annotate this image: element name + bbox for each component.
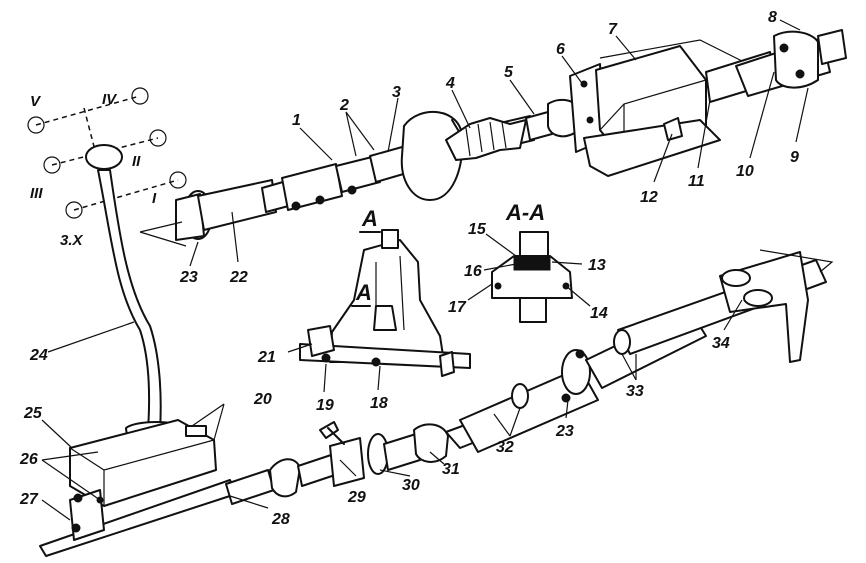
leader-lines xyxy=(41,19,809,521)
gear-label-reverse: 3.X xyxy=(60,232,84,249)
callout-17: 17 xyxy=(448,299,467,316)
callout-4: 4 xyxy=(445,75,455,92)
callout-14: 14 xyxy=(590,305,608,322)
section-a-bracket xyxy=(299,229,471,377)
callout-25: 25 xyxy=(23,405,43,422)
callout-19: 19 xyxy=(316,397,334,414)
callout-15: 15 xyxy=(468,221,487,238)
callout-33: 33 xyxy=(626,383,644,400)
callout-16: 16 xyxy=(464,263,482,280)
lower-linkage xyxy=(39,249,834,557)
callout-27: 27 xyxy=(19,491,39,508)
section-labels: A A A-A xyxy=(351,200,545,307)
callout-numbers: 1 2 3 4 5 6 7 8 9 10 11 12 13 14 15 16 1… xyxy=(19,9,799,528)
callout-18: 18 xyxy=(370,395,388,412)
gear-label-5: V xyxy=(30,93,42,110)
callout-22: 22 xyxy=(229,269,248,286)
callout-30: 30 xyxy=(402,477,420,494)
callout-1: 1 xyxy=(292,112,301,129)
callout-26: 26 xyxy=(19,451,38,468)
callout-21: 21 xyxy=(257,349,276,366)
section-label-a-left: A xyxy=(355,280,372,305)
callout-7: 7 xyxy=(608,21,618,38)
callout-5: 5 xyxy=(504,64,514,81)
callout-29: 29 xyxy=(347,489,366,506)
callout-23b: 23 xyxy=(555,423,574,440)
callout-8: 8 xyxy=(768,9,777,26)
upper-shaft xyxy=(175,110,553,241)
shift-pattern: V IV III II I 3.X xyxy=(27,87,187,249)
callout-28: 28 xyxy=(271,511,290,528)
callout-10: 10 xyxy=(736,163,754,180)
callout-31: 31 xyxy=(442,461,460,478)
callout-3: 3 xyxy=(392,84,401,101)
callout-9: 9 xyxy=(790,149,799,166)
section-label-a-top: A xyxy=(361,206,378,231)
callout-32: 32 xyxy=(496,439,514,456)
callout-20: 20 xyxy=(253,391,272,408)
callout-34: 34 xyxy=(712,335,730,352)
shift-lever xyxy=(69,144,217,507)
gear-label-3: III xyxy=(30,185,43,202)
callout-12: 12 xyxy=(640,189,658,206)
section-a-a xyxy=(491,231,573,323)
callout-24: 24 xyxy=(29,347,48,364)
callout-2: 2 xyxy=(339,97,349,114)
callout-6: 6 xyxy=(556,41,565,58)
gear-label-1: I xyxy=(152,190,157,207)
gear-label-4: IV xyxy=(102,91,118,108)
section-label-a-a: A-A xyxy=(505,200,545,225)
upper-gearbox xyxy=(547,29,847,177)
callout-23a: 23 xyxy=(179,269,198,286)
callout-11: 11 xyxy=(688,173,705,190)
gear-label-2: II xyxy=(132,153,141,170)
callout-13: 13 xyxy=(588,257,606,274)
